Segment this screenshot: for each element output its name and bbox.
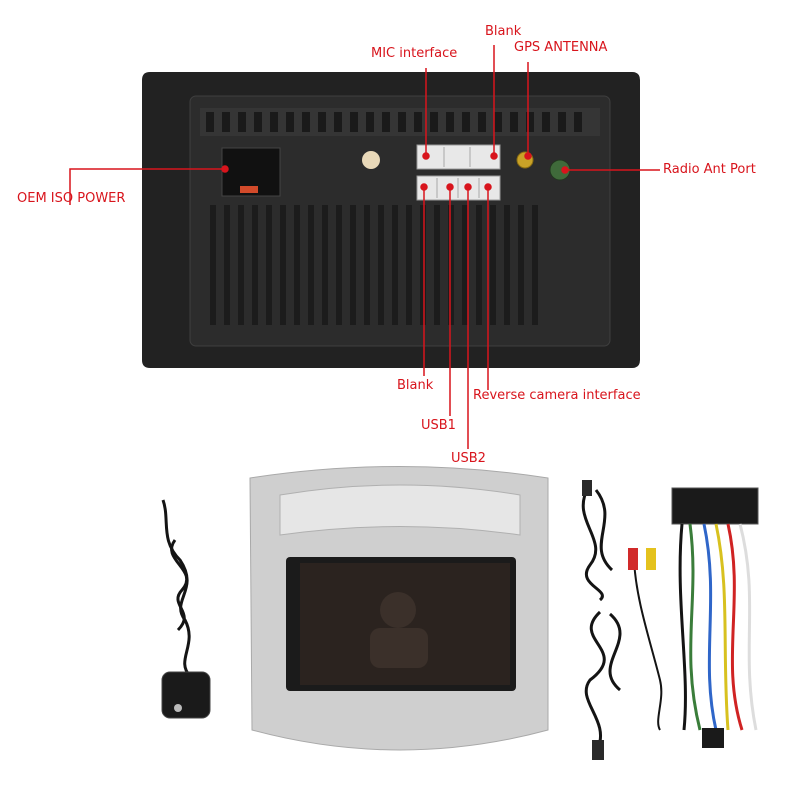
label-reverse-camera-interface: Reverse camera interface <box>473 388 641 403</box>
label-blank-bottom: Blank <box>397 378 434 393</box>
label-mic-interface: MIC interface <box>371 46 458 61</box>
rca-cable-icon <box>628 548 663 731</box>
label-usb2: USB2 <box>451 451 486 466</box>
connector-dividers <box>436 147 480 198</box>
connector-block-top <box>416 144 501 170</box>
fuse <box>240 186 258 193</box>
vent-grille <box>210 205 538 325</box>
label-blank-top: Blank <box>485 24 522 39</box>
gps-puck <box>161 671 211 719</box>
usb-cable-icon <box>581 480 622 760</box>
head-unit-rear <box>142 72 640 368</box>
gps-antenna-module-icon <box>161 499 211 719</box>
label-oem-iso-power: OEM ISO POWER <box>17 191 126 206</box>
warranty-sticker <box>362 151 380 169</box>
head-unit-front-icon <box>249 466 549 751</box>
label-radio-ant-port: Radio Ant Port <box>663 162 756 177</box>
heat-sink-slots <box>206 112 582 132</box>
callout-lines <box>69 45 660 449</box>
label-usb1: USB1 <box>421 418 456 433</box>
label-gps-antenna: GPS ANTENNA <box>514 40 608 55</box>
gps-cable <box>161 499 192 678</box>
callout-oem <box>69 168 225 205</box>
wiring-harness-icon <box>671 487 759 748</box>
